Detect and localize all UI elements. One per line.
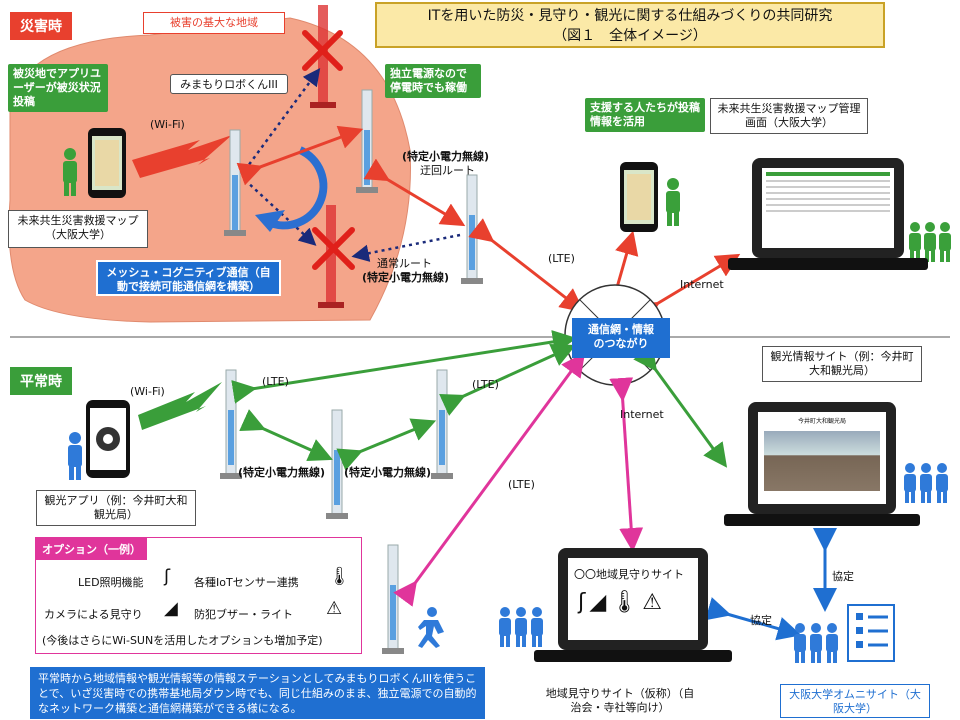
- lte-label-disaster: (LTE): [548, 252, 575, 265]
- wifi-label-disaster: (Wi-Fi): [150, 118, 185, 131]
- normal-tower-right: [431, 369, 453, 479]
- disaster-tag: 災害時: [10, 12, 72, 40]
- option-iot: 各種IoTセンサー連携: [194, 576, 299, 589]
- person-user-disaster: [63, 148, 77, 196]
- option-camera: カメラによる見守り: [44, 608, 143, 621]
- watch-site-icons: ʃ◢🌡⚠: [568, 590, 698, 615]
- tourism-laptop-base: [724, 514, 920, 526]
- internet-label-normal: Internet: [620, 408, 664, 421]
- thermometer-icon: 🌡: [328, 566, 351, 587]
- tourism-site-label: 観光情報サイト（例：今井町大和観光局）: [762, 346, 922, 382]
- radio-normal-label: (特定小電力無線): [362, 271, 450, 284]
- phone-supporter: [620, 162, 658, 232]
- title-box: ITを用いた防災・見守り・観光に関する仕組みづくりの共同研究 （図１ 全体イメー…: [375, 2, 885, 48]
- radio-label-right: (特定小電力無線): [344, 466, 432, 479]
- robot-label: みまもりロボくんIII: [170, 74, 288, 94]
- people-group-tourism: [904, 463, 948, 503]
- normal-tag: 平常時: [10, 367, 72, 395]
- damage-area-label: 被害の基大な地域: [143, 12, 285, 34]
- hub-line1: 通信網・情報: [588, 323, 654, 336]
- title-line2: （図１ 全体イメージ）: [553, 28, 707, 44]
- lte-label-mid: (LTE): [508, 478, 535, 491]
- internet-label-disaster: Internet: [680, 278, 724, 291]
- normal-route-label: 通常ルート: [377, 257, 432, 270]
- x-mark-bottom: [312, 227, 355, 270]
- streetlight-icon: ʃ: [164, 566, 171, 587]
- tourism-app-label: 観光アプリ（例：今井町大和観光局）: [36, 490, 196, 526]
- lte-label-left: (LTE): [262, 375, 289, 388]
- network-hub: 通信網・情報 のつながり: [572, 318, 670, 358]
- wifi-bolt-normal: [138, 382, 222, 430]
- watch-laptop-display: 〇〇地域見守りサイト ʃ◢🌡⚠: [568, 558, 698, 640]
- detour-route-label: 迂回ルート: [420, 164, 475, 177]
- admin-laptop-display: [762, 168, 894, 248]
- option-tower: [382, 544, 404, 654]
- camera-icon: ◢: [164, 598, 178, 619]
- admin-screen-label: 未来共生災害救援マップ管理画面（大阪大学）: [710, 98, 868, 134]
- x-mark-top: [302, 30, 343, 71]
- watch-site-label: 地域見守りサイト（仮称）（自治会・寺社等向け）: [540, 684, 700, 718]
- option-future: (今後はさらにWi-SUNを活用したオプションも増加予定): [42, 634, 323, 647]
- admin-laptop-base: [728, 258, 928, 270]
- thermometer-icon: 🌡: [610, 590, 643, 615]
- person-tourist: [68, 432, 82, 480]
- hub-line2: のつながり: [593, 337, 649, 350]
- wifi-label-normal: (Wi-Fi): [130, 385, 165, 398]
- watch-site-screen-title: 〇〇地域見守りサイト: [574, 568, 684, 581]
- wifi-bolt-disaster: [132, 135, 232, 178]
- callout-post: 被災地でアプリユーザーが被災状況投稿: [8, 64, 108, 112]
- cooperation-mid: 協定: [750, 614, 772, 627]
- people-group-community: [499, 607, 543, 647]
- running-person-icon: [418, 607, 444, 648]
- streetlight-icon: ʃ: [578, 590, 590, 615]
- osaka-omni-label: 大阪大学オムニサイト（大阪大学）: [780, 684, 930, 718]
- callout-support: 支援する人たちが投稿情報を活用: [585, 98, 705, 132]
- tourism-site-header: 今井町大和観光局: [797, 418, 846, 425]
- title-line1: ITを用いた防災・見守り・観光に関する仕組みづくりの共同研究: [427, 8, 833, 24]
- radio-label-left: (特定小電力無線): [238, 466, 326, 479]
- cooperation-top: 協定: [832, 570, 854, 583]
- checklist-icon: [847, 604, 895, 662]
- phone-tourism: [86, 400, 130, 478]
- camera-icon: ◢: [589, 590, 611, 615]
- tourism-laptop-display: 今井町大和観光局: [758, 412, 886, 504]
- option-led: LED照明機能: [78, 576, 144, 589]
- normal-tower-left: [220, 369, 242, 479]
- callout-power: 独立電源なので停電時でも稼働: [385, 64, 481, 98]
- watch-laptop-base: [534, 650, 732, 662]
- people-group-admin: [909, 222, 951, 262]
- robot-tower-detour: [461, 174, 483, 284]
- people-group-osaka: [794, 623, 838, 663]
- phone-disaster: [88, 128, 126, 198]
- person-supporter: [666, 178, 680, 226]
- alarm-icon: ⚠: [326, 598, 343, 619]
- lte-label-right: (LTE): [472, 378, 499, 391]
- option-buzzer: 防犯ブザー・ライト: [194, 608, 293, 621]
- mesh-label: メッシュ・コグニティブ通信（自動で接続可能通信網を構築）: [96, 260, 281, 296]
- map-app-label: 未来共生災害救援マップ（大阪大学）: [8, 210, 148, 248]
- options-box: オプション（一例） LED照明機能 ʃ 各種IoTセンサー連携 🌡 カメラによる…: [35, 537, 362, 654]
- options-title: オプション（一例）: [36, 538, 147, 560]
- radio-detour-label: (特定小電力無線): [402, 150, 490, 163]
- alarm-icon: ⚠: [642, 590, 666, 615]
- bottom-note: 平常時から地域情報や観光情報等の情報ステーションとしてみまもりロボくんIIIを使…: [30, 667, 485, 719]
